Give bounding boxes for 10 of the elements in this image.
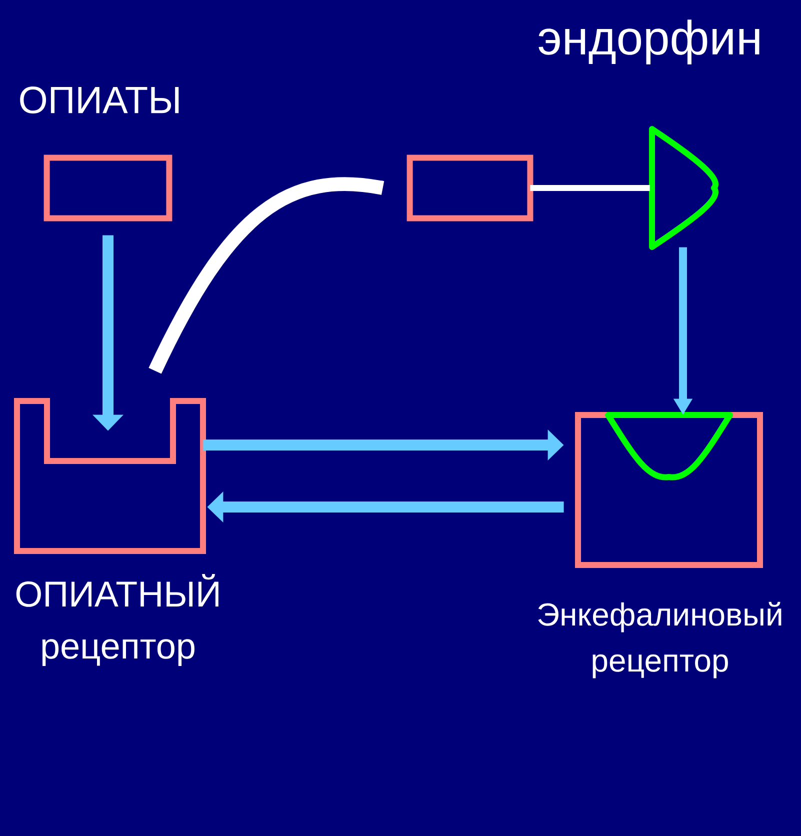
- receptor-drawing: ОПИАТНЫЙ рецептор: [14, 398, 218, 666]
- molecule-box: [406, 154, 534, 222]
- ligand-drawing: эндорфин: [538, 20, 760, 250]
- connector-line: [530, 185, 650, 191]
- ligand-box: ОПИАТЫ: [20, 86, 179, 222]
- node-label: ОПИАТЫ: [20, 86, 179, 114]
- node-label: Энкефалиновый рецептор: [538, 602, 782, 678]
- node-label: эндорфин: [538, 20, 760, 64]
- node-label: ОПИАТНЫЙ рецептор: [16, 574, 218, 666]
- receptor-drawing: Энкефалиновый рецептор: [538, 412, 782, 678]
